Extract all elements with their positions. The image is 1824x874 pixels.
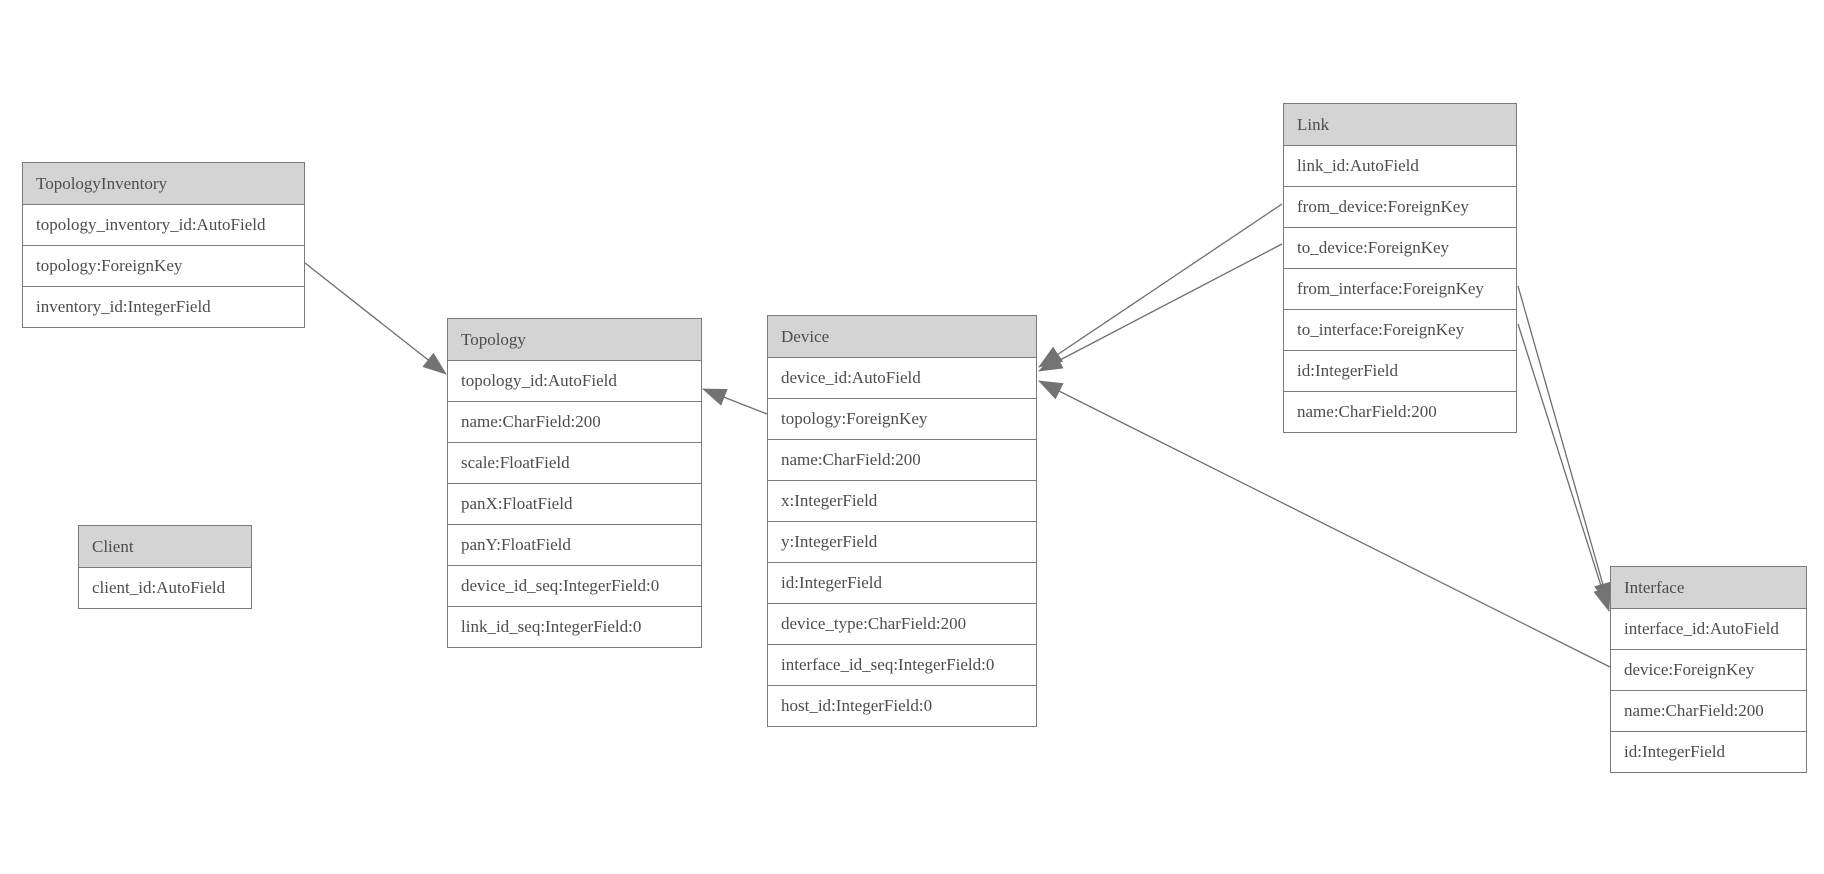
- field-row: host_id:IntegerField:0: [768, 685, 1036, 726]
- field-row: id:IntegerField: [768, 562, 1036, 603]
- field-row: inventory_id:IntegerField: [23, 286, 304, 327]
- relationship-line-link-from_device: [1038, 203, 1283, 368]
- relationship-line-device-topology: [702, 388, 768, 415]
- entity-title: Link: [1284, 104, 1516, 145]
- field-row: from_device:ForeignKey: [1284, 186, 1516, 227]
- entity-title: Device: [768, 316, 1036, 357]
- field-row: link_id_seq:IntegerField:0: [448, 606, 701, 647]
- field-row: to_interface:ForeignKey: [1284, 309, 1516, 350]
- field-row: device_type:CharField:200: [768, 603, 1036, 644]
- field-row: device_id_seq:IntegerField:0: [448, 565, 701, 606]
- field-row: name:CharField:200: [1611, 690, 1806, 731]
- field-row: topology:ForeignKey: [768, 398, 1036, 439]
- field-row: topology_id:AutoField: [448, 360, 701, 401]
- relationship-line-link-to_interface: [1517, 323, 1611, 612]
- field-row: panX:FloatField: [448, 483, 701, 524]
- field-row: to_device:ForeignKey: [1284, 227, 1516, 268]
- field-row: panY:FloatField: [448, 524, 701, 565]
- field-row: x:IntegerField: [768, 480, 1036, 521]
- field-row: device:ForeignKey: [1611, 649, 1806, 690]
- field-row: name:CharField:200: [448, 401, 701, 442]
- relationship-line-link-to_device: [1038, 243, 1283, 372]
- entity-title: Client: [79, 526, 251, 567]
- entity-title: Topology: [448, 319, 701, 360]
- field-row: name:CharField:200: [1284, 391, 1516, 432]
- relationship-line-link-from_interface: [1517, 285, 1612, 607]
- field-row: interface_id_seq:IntegerField:0: [768, 644, 1036, 685]
- field-row: name:CharField:200: [768, 439, 1036, 480]
- field-row: interface_id:AutoField: [1611, 608, 1806, 649]
- entity-title: TopologyInventory: [23, 163, 304, 204]
- field-row: topology:ForeignKey: [23, 245, 304, 286]
- field-row: topology_inventory_id:AutoField: [23, 204, 304, 245]
- field-row: client_id:AutoField: [79, 567, 251, 608]
- field-row: id:IntegerField: [1284, 350, 1516, 391]
- field-row: device_id:AutoField: [768, 357, 1036, 398]
- field-row: id:IntegerField: [1611, 731, 1806, 772]
- field-row: from_interface:ForeignKey: [1284, 268, 1516, 309]
- field-row: scale:FloatField: [448, 442, 701, 483]
- field-row: y:IntegerField: [768, 521, 1036, 562]
- field-row: link_id:AutoField: [1284, 145, 1516, 186]
- relationship-line-topologyinventory-topology: [304, 262, 447, 375]
- entity-title: Interface: [1611, 567, 1806, 608]
